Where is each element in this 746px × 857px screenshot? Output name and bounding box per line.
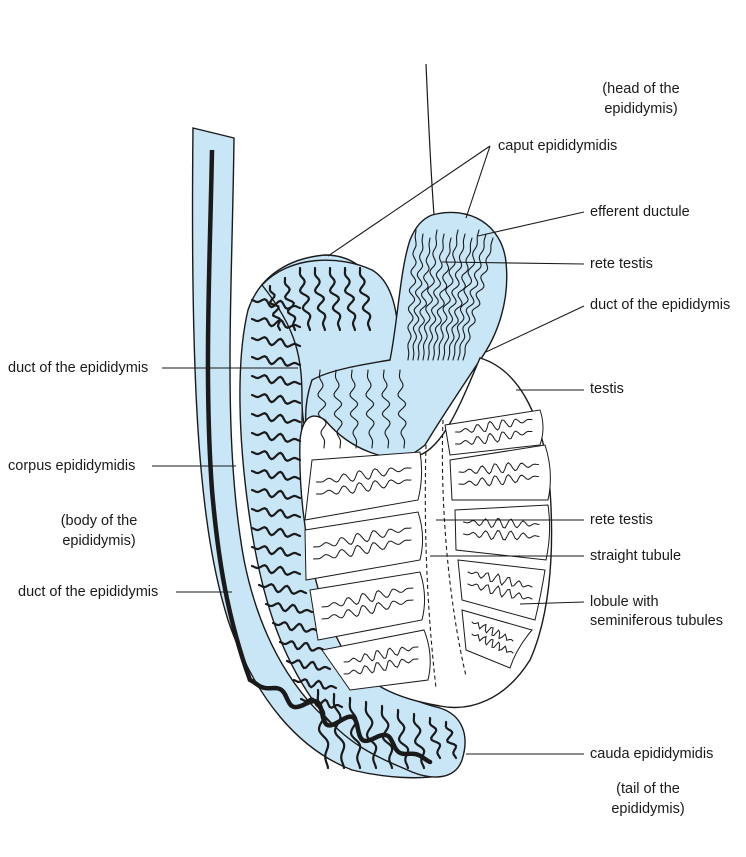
spermatic-cord-line bbox=[425, 63, 435, 216]
rete-dashed-right bbox=[441, 419, 467, 677]
rete-dashed-left bbox=[424, 444, 437, 689]
lobule-label-line-2: seminiferous tubules bbox=[590, 613, 723, 629]
rete-testis-upper-label: rete testis bbox=[590, 256, 653, 272]
corpus-epididymidis-label: corpus epididymidis bbox=[8, 458, 136, 474]
tail-note-line-1: (tail of the bbox=[616, 781, 680, 797]
testis-label: testis bbox=[590, 381, 624, 397]
leader-lines bbox=[152, 145, 585, 755]
tail-note-line-2: epididymis) bbox=[611, 801, 685, 817]
ductus-inner-line bbox=[205, 149, 253, 681]
caput-epididymidis-label: caput epididymidis bbox=[498, 138, 618, 154]
duct-of-epididymis-right-label: duct of the epididymis bbox=[590, 297, 731, 313]
duct-of-epididymis-left-lower-label: duct of the epididymis bbox=[18, 584, 159, 600]
cauda-epididymidis-label: cauda epididymidis bbox=[590, 746, 714, 762]
duct-of-epididymis-left-upper-label: duct of the epididymis bbox=[8, 360, 149, 376]
lobule-label-line-1: lobule with bbox=[590, 594, 659, 610]
tubule-coils bbox=[247, 229, 494, 770]
testis-lobules bbox=[304, 409, 551, 691]
straight-tubule-label: straight tubule bbox=[590, 548, 682, 564]
efferent-ductule-label: efferent ductule bbox=[590, 204, 690, 220]
head-note-line-1: (head of the bbox=[602, 81, 680, 97]
body-note-line-2: epididymis) bbox=[62, 533, 136, 549]
rete-testis-lower-label: rete testis bbox=[590, 512, 653, 528]
head-note-line-2: epididymis) bbox=[604, 101, 678, 117]
body-note-line-1: (body of the bbox=[60, 513, 138, 529]
